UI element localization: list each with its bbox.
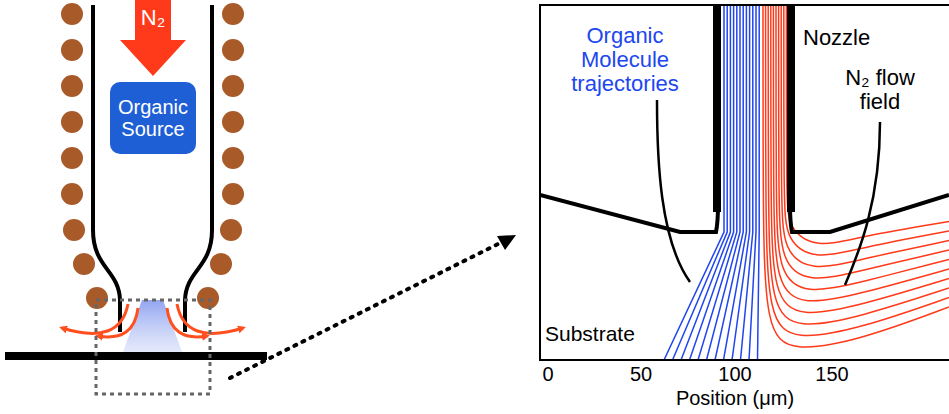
nozzle-wall — [787, 5, 795, 212]
axis-tick: 50 — [621, 363, 661, 385]
coil-turn — [222, 75, 244, 97]
coil-turn — [222, 147, 244, 169]
source-box: Organic Source — [110, 82, 196, 154]
trajectory — [741, 5, 753, 360]
callout-label: Organic Molecule trajectories — [560, 24, 690, 97]
coil-turn — [61, 39, 83, 61]
plot-frame — [540, 5, 949, 360]
trajectory — [749, 5, 756, 360]
flow-arrow — [62, 304, 243, 337]
callout-label: Nozzle — [803, 26, 893, 50]
axis-title: Position (μm) — [645, 387, 825, 409]
trajectory — [664, 5, 724, 360]
zoom-arrowhead — [497, 235, 516, 250]
flow-line — [776, 5, 949, 289]
trajectory — [698, 5, 737, 360]
coil-turn — [73, 253, 95, 275]
nozzle-wall — [93, 5, 120, 332]
flow-line — [773, 5, 949, 301]
leader-line — [657, 100, 690, 282]
trajectory — [673, 5, 728, 360]
coil-turn — [61, 3, 83, 25]
nozzle-outline — [540, 5, 718, 232]
coil-turn — [222, 183, 244, 205]
trajectory — [707, 5, 741, 360]
coil-turn — [61, 111, 83, 133]
coil-turn — [210, 253, 232, 275]
molecule-trajectories — [664, 5, 759, 360]
nozzle-wall — [713, 5, 721, 212]
flow-line — [763, 5, 949, 347]
axis-tick: 100 — [710, 363, 760, 385]
coil-turn — [222, 3, 244, 25]
callout-label: N₂ flow field — [825, 66, 935, 114]
trajectory — [724, 5, 747, 360]
node-text: N₂ — [141, 6, 165, 30]
coil-turn — [197, 287, 219, 309]
flow-line — [784, 5, 949, 255]
coil-turn — [222, 111, 244, 133]
axis-tick: 0 — [528, 363, 568, 385]
coil-turn — [61, 75, 83, 97]
nozzle-outline — [790, 5, 949, 232]
leader-line — [845, 122, 880, 285]
coil-turn — [61, 183, 83, 205]
coil-turn — [61, 147, 83, 169]
flow-line — [766, 5, 949, 335]
trajectory — [758, 5, 760, 360]
gas-inlet-arrow: N₂ — [120, 0, 186, 76]
flow-line — [768, 5, 949, 324]
trajectory — [732, 5, 750, 360]
flow-line — [771, 5, 949, 312]
callout-label: Substrate — [545, 322, 655, 345]
trajectory — [681, 5, 730, 360]
flow-lines — [763, 5, 949, 347]
coil-turn — [63, 219, 85, 241]
flow-line — [786, 5, 949, 243]
coil-turn — [222, 39, 244, 61]
axis-tick: 150 — [807, 363, 857, 385]
arrow-fill — [120, 0, 186, 76]
nozzle-wall — [185, 5, 212, 332]
zoom-arrow — [230, 243, 500, 378]
substrate-bar — [5, 352, 267, 360]
coil-turn — [220, 219, 242, 241]
zoom-box — [96, 300, 210, 394]
node-text: Organic Source — [112, 96, 194, 140]
